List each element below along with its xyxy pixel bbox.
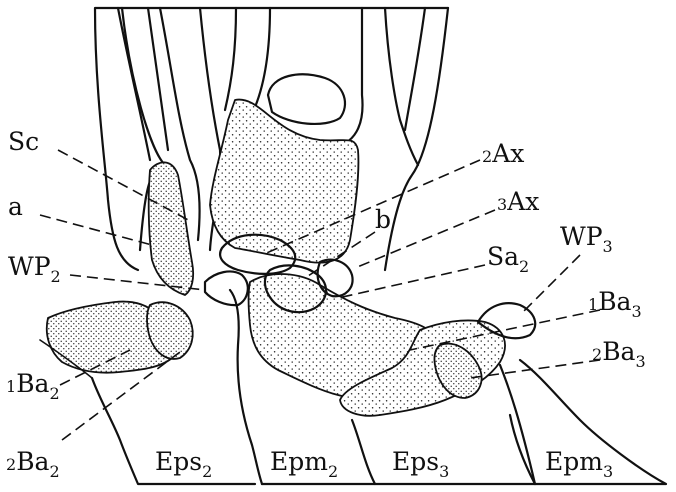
label-b: b [375,205,391,234]
right-vein-right [385,8,448,270]
label-eps3: Eps3 [392,447,449,481]
wing-process-2 [205,271,248,305]
stippled-sclerites [47,100,505,416]
subalar-strip [149,162,193,295]
subalare-2 [318,260,353,297]
label-2ba2: 2Ba2 [6,447,60,481]
central-vein-left [250,8,270,118]
leader-sa2 [338,265,485,298]
right-inner-vein [405,8,425,130]
label-2ax: 2Ax [482,139,524,168]
label-1ba3: 1Ba3 [588,287,642,321]
label-eps2: Eps2 [155,447,212,481]
label-wp3: WP3 [560,222,613,256]
right-pleural-plate [500,365,535,484]
central-pleural-region [210,100,358,263]
mid-vein-right [225,8,236,110]
label-1ba2: 1Ba2 [6,369,60,403]
label-2ba3: 2Ba3 [592,337,646,371]
leader-a [40,215,152,245]
label-a: a [8,192,23,221]
label-wp2: WP2 [8,252,61,286]
label-sc: Sc [8,127,39,156]
label-epm3: Epm3 [545,447,613,481]
label-sa2: Sa2 [487,242,529,276]
central-bulb [268,74,345,124]
label-3ax: 3Ax [497,187,539,216]
label-epm2: Epm2 [270,447,338,481]
